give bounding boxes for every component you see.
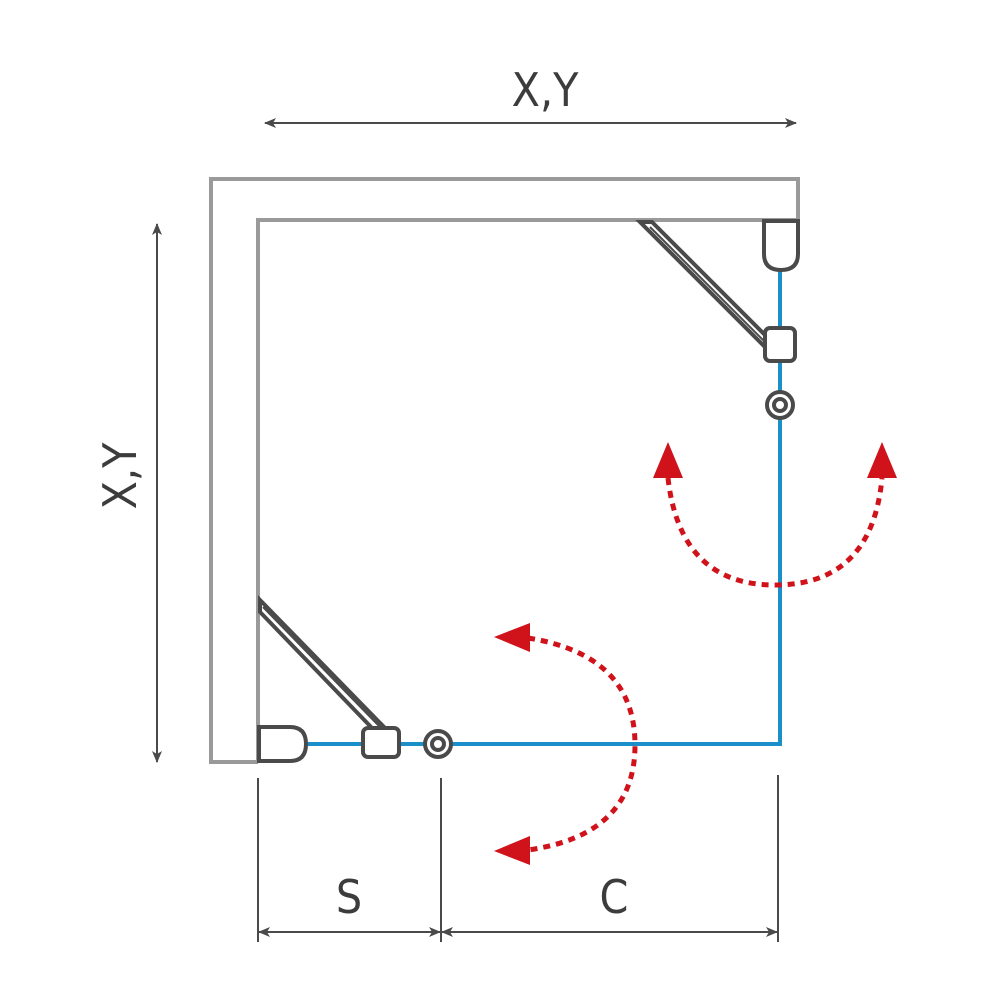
support-bar-right bbox=[635, 220, 772, 357]
swing-arrowheads bbox=[494, 442, 897, 865]
hardware-left bbox=[257, 595, 453, 763]
glass-panels bbox=[305, 268, 782, 746]
arrowhead-icon bbox=[867, 442, 897, 478]
arrowhead-icon bbox=[653, 442, 683, 478]
clamp-left bbox=[361, 726, 401, 759]
swing-arrows bbox=[527, 477, 885, 853]
inner-wall bbox=[256, 218, 798, 762]
wall-profile-right bbox=[762, 219, 800, 273]
swing-arc-right bbox=[665, 477, 885, 588]
hardware-right bbox=[635, 219, 800, 420]
c-label: C bbox=[600, 870, 629, 924]
outer-wall bbox=[209, 177, 800, 764]
support-bar-left bbox=[258, 595, 390, 730]
s-label: S bbox=[336, 870, 362, 924]
clamp-right bbox=[763, 326, 797, 363]
glass-right bbox=[305, 268, 782, 746]
wall-profile-left bbox=[257, 725, 309, 763]
dimension-lines bbox=[152, 118, 797, 942]
walls bbox=[209, 177, 800, 764]
arrowhead-icon bbox=[494, 836, 530, 865]
arrowhead-icon bbox=[494, 623, 530, 652]
top-dimension-label: X,Y bbox=[512, 63, 579, 117]
swing-arc-left bbox=[527, 635, 638, 853]
left-dimension-label: X,Y bbox=[93, 442, 147, 509]
